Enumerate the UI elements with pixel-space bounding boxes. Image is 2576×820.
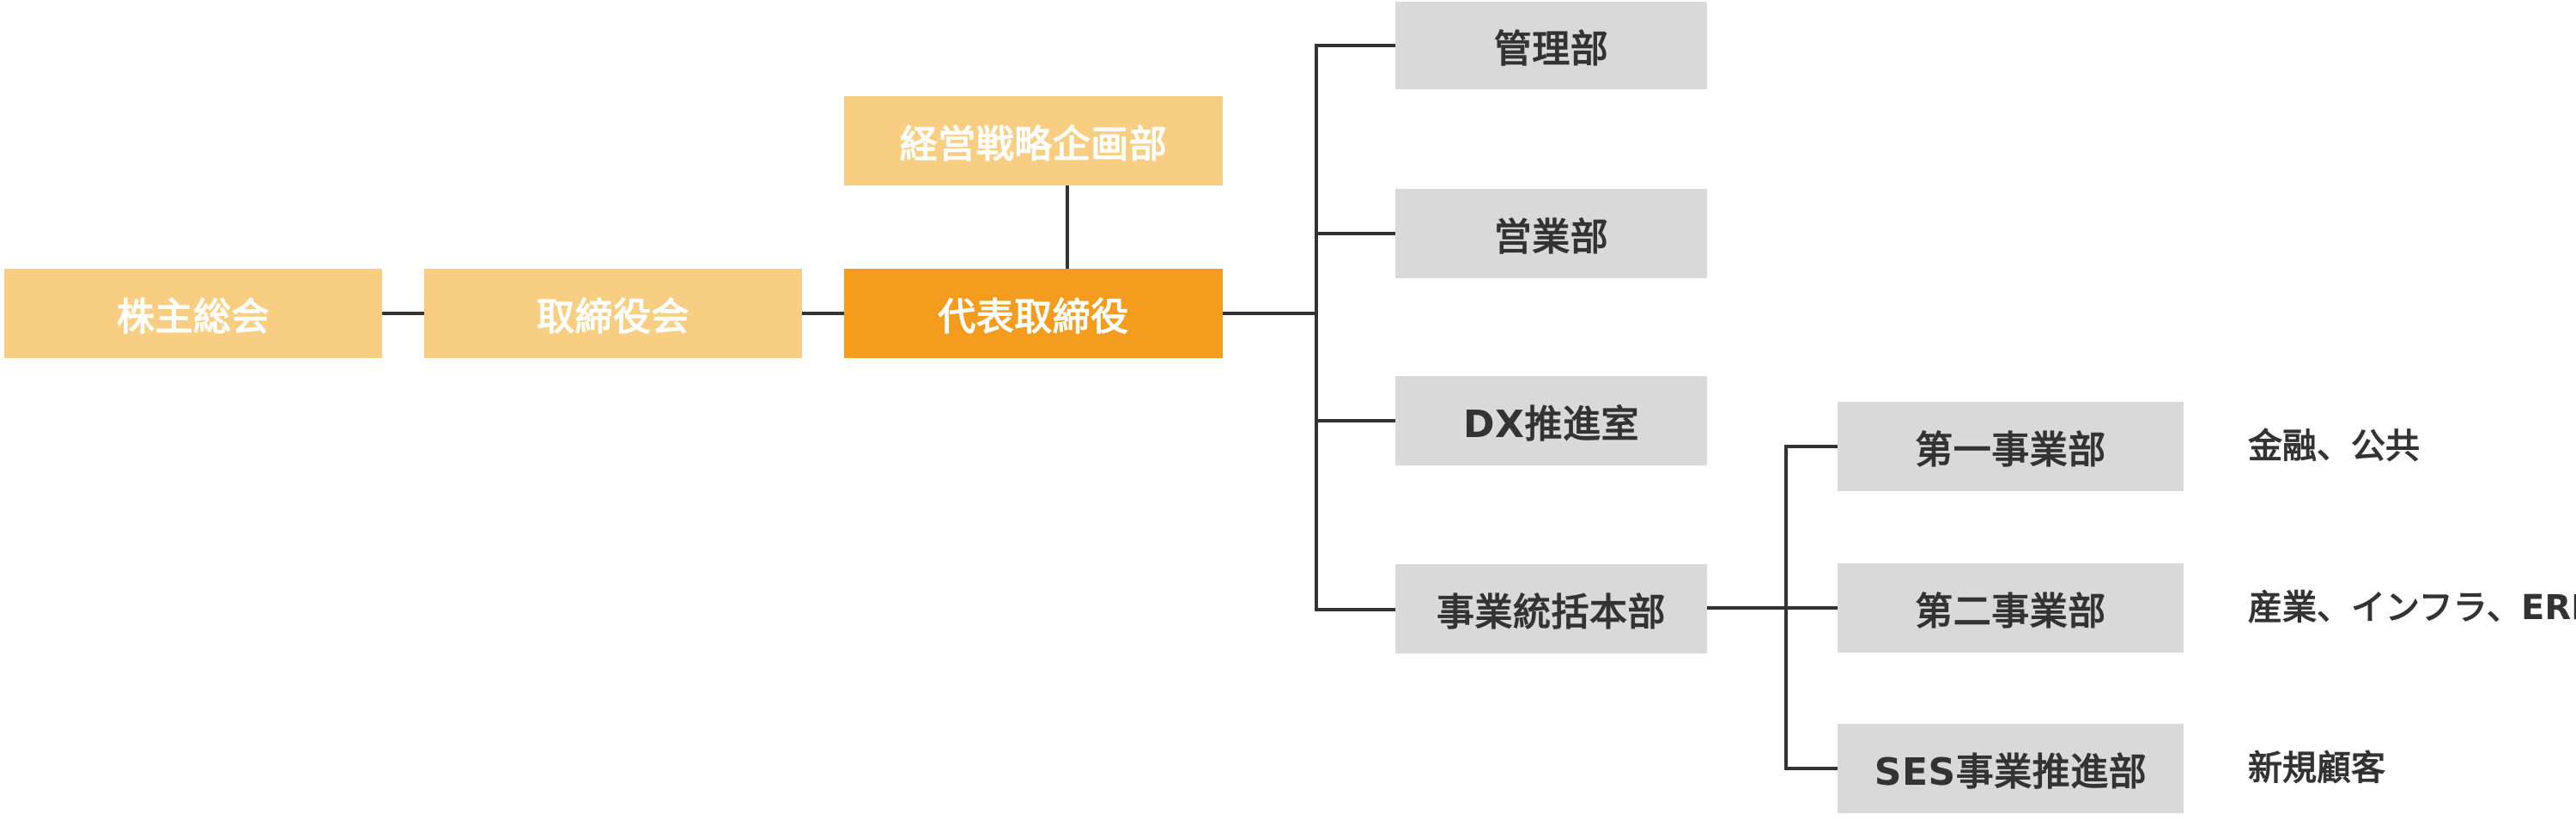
node-label: 株主総会 (117, 295, 270, 339)
node-label: 代表取締役 (938, 295, 1129, 339)
node-board-of-directors: 取締役会 (424, 269, 802, 358)
node-label: 第二事業部 (1915, 590, 2106, 634)
note-label: 金融、公共 (2248, 427, 2420, 466)
node-business-headquarters: 事業統括本部 (1395, 564, 1707, 653)
node-label: 管理部 (1493, 27, 1609, 71)
node-representative-director: 代表取締役 (844, 269, 1223, 358)
note-label: 新規顧客 (2248, 749, 2385, 788)
note-business-div-2: 産業、インフラ、ERP (2248, 591, 2576, 625)
node-ses-div: SES事業推進部 (1838, 724, 2184, 813)
node-label: 経営戦略企画部 (899, 123, 1168, 167)
node-label: 事業統括本部 (1437, 591, 1666, 635)
note-ses-div: 新規顧客 (2248, 751, 2385, 786)
note-business-div-1: 金融、公共 (2248, 429, 2420, 464)
node-label: SES事業推進部 (1874, 750, 2148, 794)
note-label: 産業、インフラ、ERP (2248, 588, 2576, 628)
node-dx-office: DX推進室 (1395, 376, 1707, 465)
node-sales: 営業部 (1395, 189, 1707, 278)
node-label: 第一事業部 (1915, 428, 2106, 472)
node-corporate-strategy: 経営戦略企画部 (844, 96, 1223, 185)
node-business-div-1: 第一事業部 (1838, 402, 2184, 491)
node-label: 取締役会 (537, 295, 690, 339)
node-business-div-2: 第二事業部 (1838, 563, 2184, 653)
node-shareholders-meeting: 株主総会 (4, 269, 382, 358)
node-administration: 管理部 (1395, 2, 1707, 89)
node-label: DX推進室 (1463, 403, 1639, 446)
node-label: 営業部 (1493, 216, 1609, 259)
